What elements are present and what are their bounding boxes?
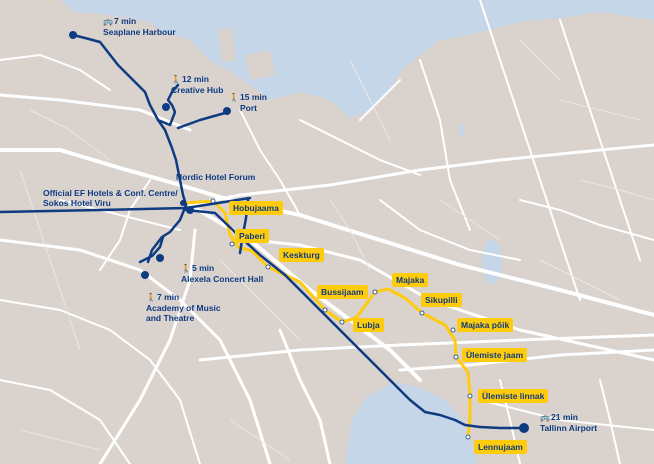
alexela-time: 5 min [192, 263, 215, 273]
tram-stop-hobujaama[interactable]: Hobujaama [229, 201, 283, 215]
tram-stop-ulemiste-linnak[interactable]: Ülemiste linnak [478, 389, 549, 403]
tram-stop-majaka[interactable]: Majaka [392, 273, 429, 287]
airport-name: Tallinn Airport [540, 423, 598, 433]
hotel-viru-marker[interactable] [186, 206, 194, 214]
academy-line1: Academy of Music [146, 303, 221, 313]
creative-hub-time: 12 min [182, 74, 209, 84]
creative-hub-label[interactable]: 🚶12 min Creative Hub [171, 74, 223, 95]
airport-time: 21 min [551, 412, 578, 422]
creative-hub-name: Creative Hub [171, 85, 224, 95]
tram-stop-bussijaam[interactable]: Bussijaam [317, 285, 368, 299]
walking-person-icon: 🚶 [229, 93, 239, 102]
walking-person-icon: 🚶 [146, 293, 156, 302]
tram-stop-majaka-poik[interactable]: Majaka põik [457, 318, 514, 332]
port-marker[interactable] [223, 107, 231, 115]
tram-stop-lubja[interactable]: Lubja [353, 318, 384, 332]
academy-marker[interactable] [141, 271, 149, 279]
harbour-pier [218, 28, 236, 62]
tram-stop-ulemiste-jaam[interactable]: Ülemiste jaam [462, 348, 528, 362]
seaplane-harbour-name: Seaplane Harbour [103, 27, 176, 37]
nordic-hotel-forum-name: Nordic Hotel Forum [176, 172, 256, 182]
small-lake [482, 240, 502, 284]
road-network-minor [19, 39, 654, 461]
seaplane-harbour-marker[interactable] [69, 31, 77, 39]
lake-ulemiste [345, 382, 478, 464]
hotel-forum-marker[interactable] [180, 200, 186, 206]
tram-stop-keskturg[interactable]: Kesk­turg [279, 248, 324, 262]
tram-stop-markers [210, 198, 473, 440]
walking-person-icon: 🚶 [181, 264, 191, 273]
academy-line2: and Theatre [146, 313, 195, 323]
seaplane-harbour-time: 7 min [114, 16, 137, 26]
ef-hotels-line1: Official EF Hotels & Conf. Centre/ [43, 188, 178, 198]
port-time: 15 min [240, 92, 267, 102]
airport-label[interactable]: 🚌21 min Tallinn Airport [540, 412, 597, 433]
tram-stop-paberi[interactable]: Paberi [235, 229, 269, 243]
nordic-hotel-forum-label[interactable]: Nordic Hotel Forum [176, 172, 255, 182]
tram-stop-lennujaam[interactable]: Lennujaam [474, 440, 527, 454]
small-pond [459, 124, 465, 136]
academy-time: 7 min [157, 292, 180, 302]
bay-water [60, 0, 654, 118]
airport-marker[interactable] [519, 423, 529, 433]
alexela-name: Alexela Concert Hall [181, 274, 264, 284]
walking-person-icon: 🚶 [171, 75, 181, 84]
bus-icon: 🚌 [540, 413, 550, 422]
alexela-label[interactable]: 🚶5 min Alexela Concert Hall [181, 263, 263, 284]
tram-stop-sikupilli[interactable]: Sikupilli [421, 293, 462, 307]
academy-label[interactable]: 🚶7 min Academy of Music and Theatre [146, 292, 221, 323]
port-name: Port [240, 103, 257, 113]
blue-routes [0, 33, 526, 430]
alexela-marker[interactable] [156, 254, 164, 262]
port-label[interactable]: 🚶15 min Port [229, 92, 267, 113]
ef-hotels-line2: Sokos Hotel Viru [43, 198, 111, 208]
seaplane-harbour-label[interactable]: 🚌7 min Seaplane Harbour [103, 16, 176, 37]
ef-hotels-label[interactable]: Official EF Hotels & Conf. Centre/ Sokos… [43, 188, 178, 208]
creative-hub-marker[interactable] [162, 103, 170, 111]
bus-icon: 🚌 [103, 17, 113, 26]
route-markers [69, 31, 529, 433]
tram-route-line [184, 199, 472, 438]
harbour-pier-2 [245, 50, 275, 80]
